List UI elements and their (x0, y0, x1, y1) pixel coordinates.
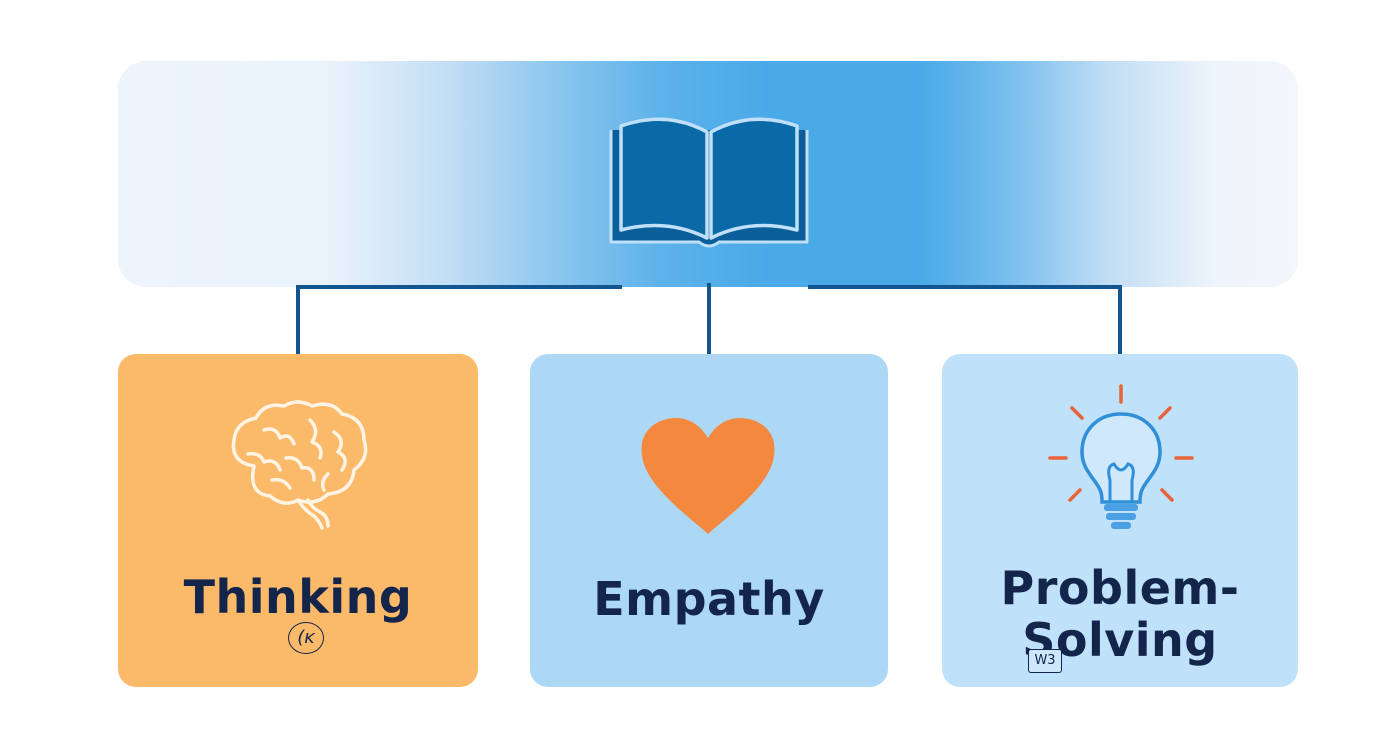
brain-icon (231, 400, 368, 530)
card-label-problem-solving: Problem- Solving (942, 562, 1298, 666)
lightbulb-icon (1048, 384, 1194, 529)
card-label-thinking: Thinking (183, 570, 413, 624)
thinking-mark: (ᴋ (288, 622, 324, 654)
problem-solving-mark: W3 (1028, 649, 1062, 673)
card-problem-solving: Problem- Solving W3 (942, 354, 1298, 687)
light-rays (1048, 384, 1194, 502)
open-book-icon (609, 117, 809, 248)
card-thinking: Thinking (ᴋ (118, 354, 478, 687)
card-label-problem-line2: Solving (1022, 613, 1218, 667)
heart-icon (641, 418, 775, 534)
card-empathy: Empathy (530, 354, 888, 687)
card-label-problem-line1: Problem- (1000, 561, 1240, 615)
card-label-empathy: Empathy (593, 572, 825, 626)
